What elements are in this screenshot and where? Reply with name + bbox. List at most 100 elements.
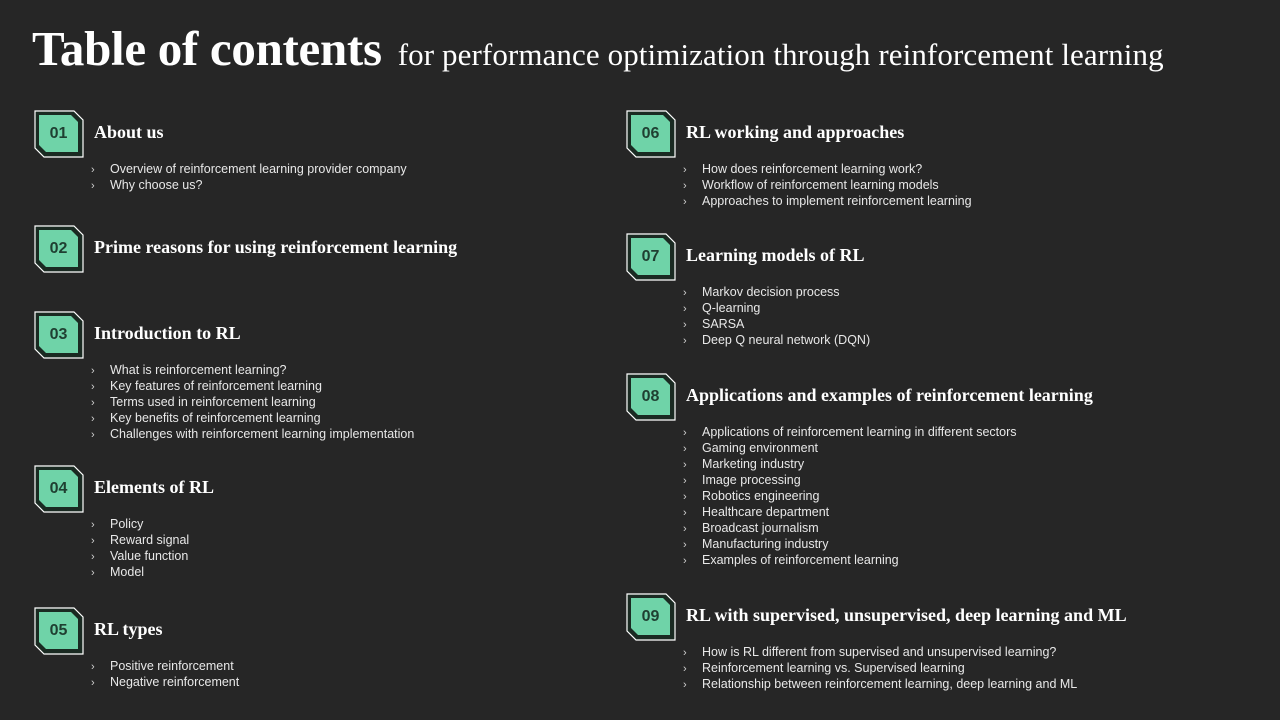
chevron-right-icon: › xyxy=(683,507,687,519)
list-item: ›Key features of reinforcement learning xyxy=(91,378,414,394)
list-item-label: How does reinforcement learning work? xyxy=(702,162,923,176)
section-items: › What is reinforcement learning?›Key fea… xyxy=(91,362,414,442)
chevron-right-icon: › xyxy=(683,475,687,487)
list-item: ›Workflow of reinforcement learning mode… xyxy=(683,177,972,193)
list-item: ›Policy xyxy=(91,516,189,532)
list-item: › Q-learning xyxy=(683,300,870,316)
chevron-right-icon: › xyxy=(683,555,687,567)
list-item-label: Terms used in reinforcement learning xyxy=(110,395,316,409)
list-item: › Terms used in reinforcement learning xyxy=(91,394,414,410)
list-item-label: Model xyxy=(110,565,145,579)
section-title: Learning models of RL xyxy=(686,245,865,265)
list-item-label: Applications of reinforcement learning i… xyxy=(702,425,1017,439)
list-item-label: Overview of reinforcement learning provi… xyxy=(110,162,407,176)
list-item-label: Relationship between reinforcement learn… xyxy=(702,677,1078,691)
chevron-right-icon: › xyxy=(683,319,687,331)
chevron-right-icon: › xyxy=(91,413,95,425)
number-badge: 05 xyxy=(34,607,84,655)
list-item: › Value function xyxy=(91,548,189,564)
list-item: › Healthcare department xyxy=(683,504,1017,520)
title-subtitle: for performance optimization through rei… xyxy=(397,37,1164,72)
number-badge: 01 xyxy=(34,110,84,158)
section-title: RL working and approaches xyxy=(686,122,905,142)
chevron-right-icon: › xyxy=(91,551,95,563)
number-badge: 03 xyxy=(34,311,84,359)
list-item: ›Approaches to implement reinforcement l… xyxy=(683,193,972,209)
section-items: › Overview of reinforcement learning prov… xyxy=(91,161,407,193)
list-item: › Image processing xyxy=(683,472,1017,488)
section-items: › Positive reinforcement›Negative reinfor… xyxy=(91,658,239,690)
chevron-right-icon: › xyxy=(683,647,687,659)
list-item-label: Markov decision process xyxy=(702,285,840,299)
list-item: ›Robotics engineering xyxy=(683,488,1017,504)
list-item-label: Reward signal xyxy=(110,533,190,547)
chevron-right-icon: › xyxy=(91,661,95,673)
chevron-right-icon: › xyxy=(91,677,95,689)
list-item: › Reinforcement learning vs. Supervised l… xyxy=(683,660,1077,676)
list-item: ›Markov decision process xyxy=(683,284,870,300)
chevron-right-icon: › xyxy=(683,663,687,675)
number-badge: 04 xyxy=(34,465,84,513)
list-item: › Applications of reinforcement learning … xyxy=(683,424,1017,440)
list-item: › SARSA xyxy=(683,316,870,332)
number-badge: 07 xyxy=(626,233,676,281)
chevron-right-icon: › xyxy=(91,180,95,192)
number-badge: 09 xyxy=(626,593,676,641)
list-item-label: Deep Q neural network (DQN) xyxy=(702,333,871,347)
list-item: ›How does reinforcement learning work? xyxy=(683,161,972,177)
list-item-label: Why choose us? xyxy=(110,178,203,192)
list-item: ›Negative reinforcement xyxy=(91,674,239,690)
list-item: ›Reward signal xyxy=(91,532,189,548)
list-item-label: What is reinforcement learning? xyxy=(110,363,287,377)
chevron-right-icon: › xyxy=(683,539,687,551)
list-item: ›Gaming environment xyxy=(683,440,1017,456)
chevron-right-icon: › xyxy=(91,567,95,579)
chevron-right-icon: › xyxy=(683,523,687,535)
list-item-label: Broadcast journalism xyxy=(702,521,819,535)
section-items: › How is RL different from supervised and… xyxy=(683,644,1077,692)
chevron-right-icon: › xyxy=(683,679,687,691)
list-item: › Relationship between reinforcement lear… xyxy=(683,676,1077,692)
section-items: ›Policy›Reward signal›Value function›Mod… xyxy=(91,516,189,580)
list-item-label: Q-learning xyxy=(702,301,761,315)
number-badge: 02 xyxy=(34,225,84,273)
chevron-right-icon: › xyxy=(91,365,95,377)
list-item: › Broadcast journalism xyxy=(683,520,1017,536)
chevron-right-icon: › xyxy=(91,397,95,409)
list-item: › Examples of reinforcement learning xyxy=(683,552,1017,568)
chevron-right-icon: › xyxy=(683,196,687,208)
chevron-right-icon: › xyxy=(683,303,687,315)
title-main: Table of contents xyxy=(32,21,382,76)
list-item-label: Challenges with reinforcement learning i… xyxy=(110,427,415,441)
list-item-label: Positive reinforcement xyxy=(110,659,234,673)
list-item-label: Marketing industry xyxy=(702,457,805,471)
list-item: › Positive reinforcement xyxy=(91,658,239,674)
list-item-label: Image processing xyxy=(702,473,801,487)
slide-title: Table of contents for performance optimi… xyxy=(32,20,1164,77)
list-item: › Challenges with reinforcement learning … xyxy=(91,426,414,442)
number-badge: 08 xyxy=(626,373,676,421)
chevron-right-icon: › xyxy=(91,164,95,176)
chevron-right-icon: › xyxy=(91,519,95,531)
list-item-label: Workflow of reinforcement learning model… xyxy=(702,178,939,192)
list-item-label: SARSA xyxy=(702,317,745,331)
list-item-label: Key benefits of reinforcement learning xyxy=(110,411,321,425)
section-title: RL types xyxy=(94,619,163,639)
list-item-label: How is RL different from supervised and … xyxy=(702,645,1057,659)
section-items: › Applications of reinforcement learning … xyxy=(683,424,1017,568)
list-item: › How is RL different from supervised and… xyxy=(683,644,1077,660)
section-title: Applications and examples of reinforceme… xyxy=(686,385,1093,405)
list-item-label: Examples of reinforcement learning xyxy=(702,553,899,567)
section-items: ›Markov decision process › Q-learning › SARS… xyxy=(683,284,870,348)
list-item-label: Reinforcement learning vs. Supervised le… xyxy=(702,661,965,675)
chevron-right-icon: › xyxy=(683,427,687,439)
list-item-label: Healthcare department xyxy=(702,505,830,519)
list-item: › Why choose us? xyxy=(91,177,407,193)
list-item: ›Deep Q neural network (DQN) xyxy=(683,332,870,348)
list-item-label: Robotics engineering xyxy=(702,489,820,503)
list-item-label: Value function xyxy=(110,549,189,563)
chevron-right-icon: › xyxy=(91,429,95,441)
section-title: Introduction to RL xyxy=(94,323,241,343)
list-item: › Key benefits of reinforcement learning xyxy=(91,410,414,426)
section-items: ›How does reinforcement learning work?›W… xyxy=(683,161,972,209)
